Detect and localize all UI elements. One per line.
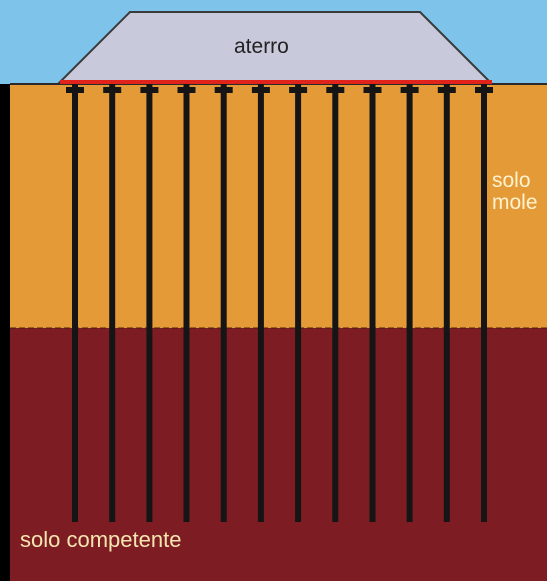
pile-7: [295, 84, 302, 522]
pile-cap-11: [437, 87, 456, 93]
embankment-label: aterro: [234, 35, 289, 58]
pile-12: [481, 84, 487, 522]
pile-2: [109, 84, 116, 522]
pile-cap-1: [66, 87, 84, 93]
pile-cap-10: [400, 87, 419, 93]
pile-10: [406, 84, 413, 522]
pile-cap-8: [326, 87, 345, 93]
pile-6: [257, 84, 264, 522]
pile-5: [220, 84, 227, 522]
pile-11: [443, 84, 450, 522]
pile-cap-7: [289, 87, 308, 93]
pile-cap-3: [140, 87, 159, 93]
pile-4: [183, 84, 190, 522]
pile-cap-5: [214, 87, 233, 93]
pile-cap-2: [103, 87, 122, 93]
soft-soil-label-line1: solo: [492, 169, 531, 192]
pile-3: [146, 84, 153, 522]
competent-soil-layer: [10, 328, 547, 581]
pile-cap-4: [177, 87, 196, 93]
pile-8: [332, 84, 339, 522]
pile-cap-9: [363, 87, 382, 93]
pile-9: [369, 84, 376, 522]
competent-soil-label: solo competente: [20, 527, 182, 552]
pile-cap-6: [251, 87, 270, 93]
soft-soil-label: solo mole: [492, 169, 538, 215]
load-transfer-platform: [60, 80, 492, 84]
soft-soil-label-line2: mole: [492, 191, 538, 215]
pile-cap-12: [475, 87, 493, 93]
pile-group: [66, 84, 493, 522]
pile-1: [72, 84, 78, 522]
soft-soil-layer: [10, 84, 547, 328]
